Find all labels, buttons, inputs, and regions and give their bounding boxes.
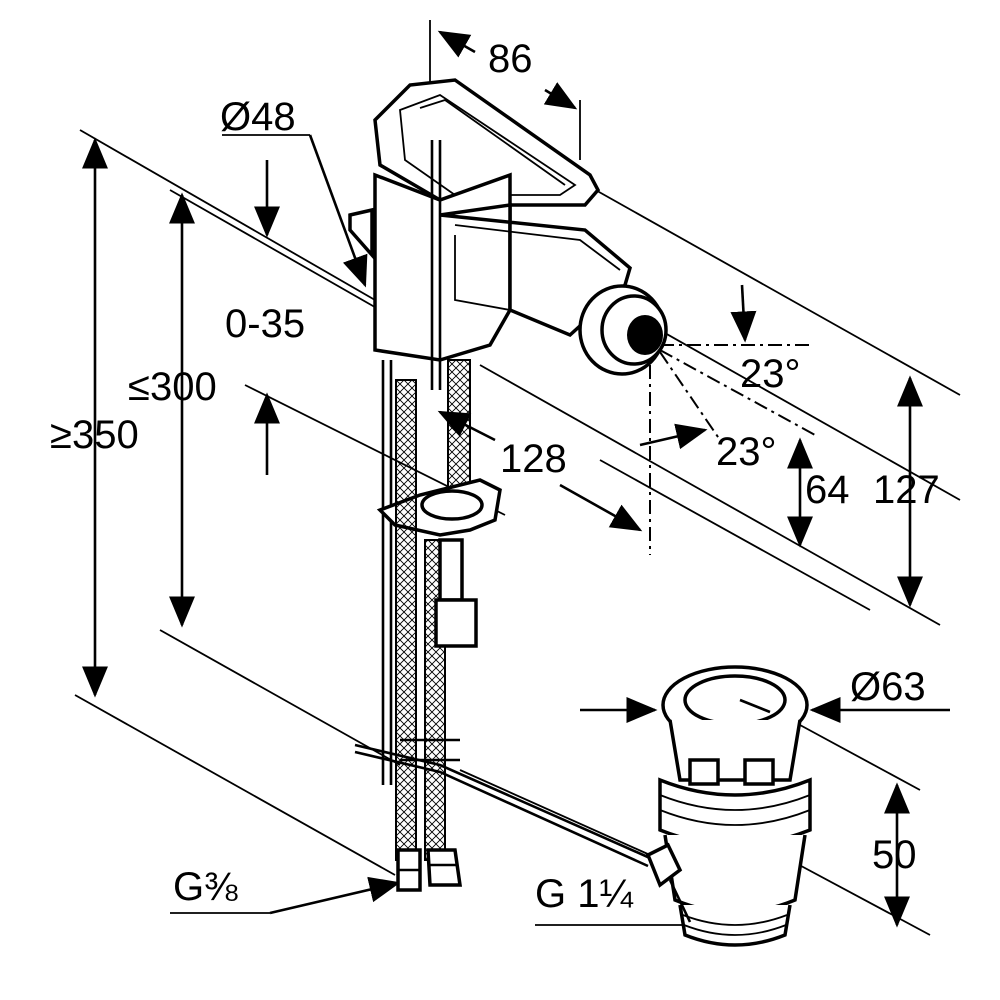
body-diameter-label: Ø48 bbox=[220, 95, 296, 139]
dimension-arrows bbox=[82, 20, 950, 928]
mixer-body bbox=[348, 78, 668, 892]
spout-height-label: 127 bbox=[873, 468, 940, 512]
tap-hole-distance-label: 128 bbox=[500, 437, 567, 481]
waste-thread-label: G 1¼ bbox=[535, 872, 633, 916]
dimension-labels: 86 Ø48 0-35 ≤300 ≥350 128 23° 23° 64 127… bbox=[50, 37, 940, 916]
waste-diameter-label: Ø63 bbox=[850, 665, 926, 709]
waste-height-label: 50 bbox=[872, 833, 917, 877]
hose-length-label: ≤300 bbox=[128, 365, 217, 409]
waste-valve bbox=[645, 665, 812, 947]
deck-thickness-label: 0-35 bbox=[225, 302, 305, 346]
total-height-label: ≥350 bbox=[50, 413, 139, 457]
hose-thread-label: G⅜ bbox=[173, 865, 238, 909]
outlet-height-label: 64 bbox=[805, 468, 850, 512]
angle-lower-label: 23° bbox=[716, 430, 777, 474]
angle-upper-label: 23° bbox=[740, 352, 801, 396]
spout-reach-label: 86 bbox=[488, 37, 533, 81]
